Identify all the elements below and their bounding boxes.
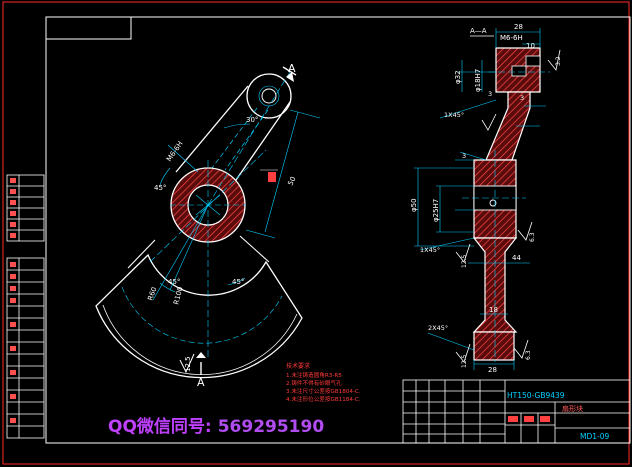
dim-phi18-label: φ18H7 — [474, 69, 482, 92]
angle-45-left-label: 45° — [154, 184, 166, 192]
dim-phi50-label: φ50 — [410, 198, 418, 212]
radius-100-label: R100 — [172, 286, 184, 306]
thread-label: M6-6H — [500, 34, 523, 42]
roughness-f-label: 6.3 — [525, 350, 532, 360]
title-block — [402, 379, 631, 444]
material-text: HT150-GB9439 — [507, 391, 565, 400]
dim-28-bottom-label: 28 — [488, 366, 497, 374]
watermark-label: QQ微信同号: — [108, 417, 212, 437]
watermark-contact: QQ微信同号:569295190 — [108, 412, 324, 437]
dim-3-c-label: 3 — [462, 152, 466, 160]
left-thread-label: M6-6H — [165, 140, 185, 163]
tech-req-line-2: 2.铸件不得有砂眼气孔 — [286, 379, 342, 387]
sector-center-arc — [121, 286, 283, 344]
dim-3-a-label: 3 — [488, 90, 492, 98]
cut-mark-top: A — [288, 62, 296, 75]
dim-10-label: 10 — [526, 42, 535, 50]
title-block-fills — [508, 416, 550, 422]
dim-18-label: 18 — [489, 306, 498, 314]
angle-45-bottom-left-label: 45° — [168, 278, 180, 286]
left-revision-table — [6, 174, 45, 439]
sector-edge-right — [239, 235, 270, 263]
chamfer-1x45-bottom-label: 1X45° — [420, 246, 440, 254]
dim-44-label: 44 — [512, 254, 521, 262]
tech-req-line-4: 4.未注形位公差按GB1184-C. — [286, 395, 361, 403]
dim-50-label: 50 — [287, 175, 298, 186]
watermark-number: 569295190 — [217, 417, 325, 437]
angle-30-label: 30° — [246, 116, 258, 124]
roughness-c-label: 12.5 — [461, 354, 468, 368]
tech-req-title: 技术要求 — [286, 362, 310, 370]
roughness-d-label: 3.2 — [555, 56, 562, 66]
left-view — [95, 66, 321, 379]
dim-3-b-label: 3 — [520, 94, 524, 102]
sector-edge-left — [127, 239, 156, 269]
chamfer-1x45-top-label: 1X45° — [444, 111, 464, 119]
cut-mark-bottom: A — [197, 376, 205, 389]
tech-req-line-3: 3.未注尺寸公差按GB1804-C. — [286, 387, 361, 395]
dim-phi25-label: φ25H7 — [432, 199, 440, 222]
left-table-marks — [10, 178, 16, 423]
drawing-number-text: MD1-09 — [580, 432, 609, 441]
part-name-text: 扇形块 — [562, 404, 583, 413]
tech-req-line-1: 1.未注铸造圆角R3-R5 — [286, 371, 342, 379]
sector-inner-arc — [102, 304, 298, 375]
roughness-e-label: 6.3 — [529, 232, 536, 242]
right-view — [414, 28, 561, 370]
roughness-b-label: 12.5 — [461, 254, 468, 268]
section-label: A—A — [470, 27, 487, 35]
dim-phi32-label: φ32 — [454, 70, 462, 84]
roughness-a-label: 12.5 — [184, 356, 192, 372]
upper-boss — [246, 73, 292, 119]
dim-28-top-label: 28 — [514, 23, 523, 31]
chamfer-2x45-label: 2X45° — [428, 324, 448, 332]
angle-45-bottom-right-label: 45° — [232, 278, 244, 286]
sector-outline — [95, 253, 303, 379]
